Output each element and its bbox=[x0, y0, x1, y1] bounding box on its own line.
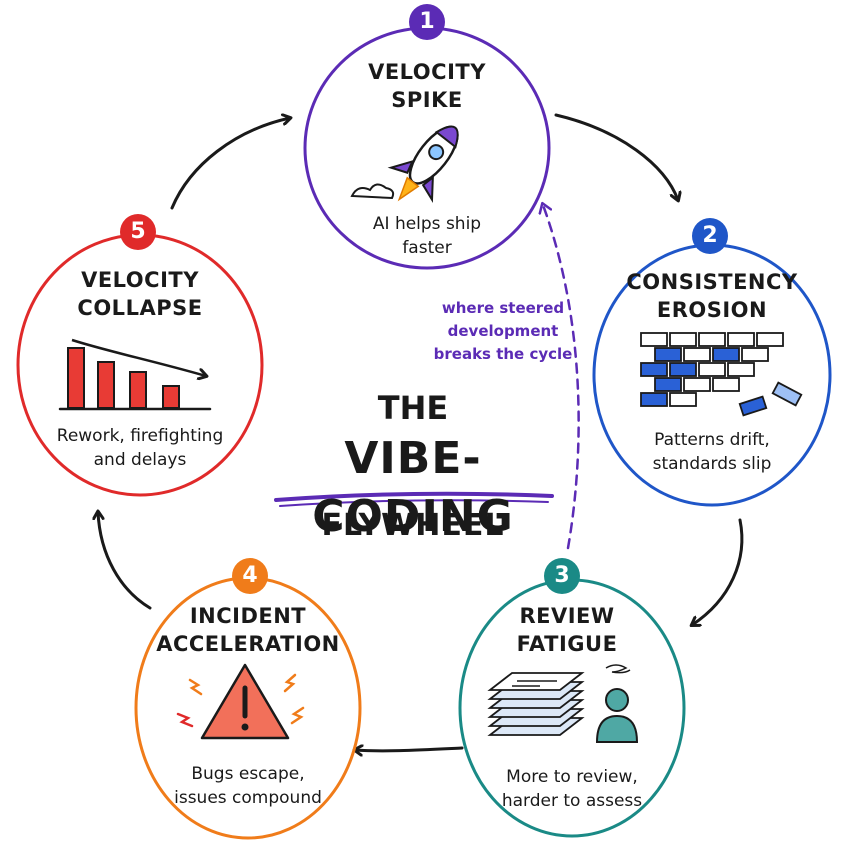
paper-stack-icon bbox=[487, 672, 585, 736]
node-1-caption-line1: AI helps ship bbox=[372, 214, 482, 234]
node-2-title: CONSISTENCY EROSION bbox=[602, 268, 822, 324]
node-1-number: 1 bbox=[419, 9, 435, 34]
node-5-caption-line2: and delays bbox=[93, 450, 187, 470]
node-1-caption: AI helps ship faster bbox=[327, 212, 527, 260]
node-3-caption-line1: More to review, bbox=[506, 767, 638, 787]
node-3-caption: More to review, harder to assess bbox=[467, 765, 677, 813]
node-1-badge bbox=[409, 4, 445, 40]
node-3-title-line1: REVIEW bbox=[519, 604, 615, 628]
node-2-number: 2 bbox=[702, 223, 718, 248]
arrow-3-to-4 bbox=[355, 748, 464, 751]
center-title-line1: THE bbox=[377, 389, 449, 427]
arrow-5-to-1 bbox=[170, 118, 290, 210]
node-2-caption-line1: Patterns drift, bbox=[654, 430, 770, 450]
annotation-line3: breaks the cycle bbox=[433, 345, 573, 363]
node-1-title: VELOCITY SPIKE bbox=[327, 58, 527, 114]
node-3-badge bbox=[544, 558, 580, 594]
node-4-caption: Bugs escape, issues compound bbox=[148, 762, 348, 810]
node-5-title-line1: VELOCITY bbox=[81, 268, 199, 292]
node-4-caption-line2: issues compound bbox=[174, 788, 322, 808]
arrow-2-to-3 bbox=[692, 518, 744, 625]
node-4-number: 4 bbox=[242, 563, 258, 588]
declining-bar-chart-icon bbox=[58, 338, 212, 411]
node-5-number: 5 bbox=[130, 219, 146, 244]
annotation-line2: development bbox=[447, 322, 559, 340]
node-3-caption-line2: harder to assess bbox=[501, 791, 643, 811]
node-5-title-line2: COLLAPSE bbox=[77, 296, 203, 320]
node-4-title-line2: ACCELERATION bbox=[156, 632, 340, 656]
node-3-title: REVIEW FATIGUE bbox=[467, 602, 667, 658]
node-2-caption-line2: standards slip bbox=[652, 454, 772, 474]
node-5-caption: Rework, firefighting and delays bbox=[30, 424, 250, 472]
warning-icon bbox=[176, 663, 305, 740]
tired-person-icon bbox=[595, 664, 639, 743]
arrow-1-to-2 bbox=[554, 113, 678, 200]
node-5-badge bbox=[120, 214, 156, 250]
node-5-title: VELOCITY COLLAPSE bbox=[40, 266, 240, 322]
node-5-caption-line1: Rework, firefighting bbox=[56, 426, 224, 446]
rocket-icon bbox=[387, 125, 459, 203]
node-2-caption: Patterns drift, standards slip bbox=[612, 428, 812, 476]
annotation-line1: where steered bbox=[441, 299, 565, 317]
node-2-title-line1: CONSISTENCY bbox=[626, 270, 798, 294]
node-4-caption-line1: Bugs escape, bbox=[191, 764, 305, 784]
node-1-caption-line2: faster bbox=[402, 238, 452, 258]
brick-wall-icon bbox=[640, 332, 803, 417]
center-title-line3: FLYWHEEL bbox=[321, 508, 505, 543]
node-4-title: INCIDENT ACCELERATION bbox=[143, 602, 353, 658]
rocket-smoke bbox=[350, 183, 395, 200]
node-3-title-line2: FATIGUE bbox=[516, 632, 618, 656]
node-4-badge bbox=[232, 558, 268, 594]
steered-development-annotation: where steered development breaks the cyc… bbox=[428, 297, 578, 366]
node-4-title-line1: INCIDENT bbox=[189, 604, 307, 628]
node-1-title-line1: VELOCITY bbox=[368, 60, 486, 84]
arrow-4-to-5 bbox=[98, 512, 152, 610]
title-underline bbox=[274, 491, 554, 502]
node-2-title-line2: EROSION bbox=[656, 298, 768, 322]
center-title-line2: VIBE-CODING bbox=[312, 433, 514, 542]
node-3-number: 3 bbox=[554, 563, 570, 588]
node-2-badge bbox=[692, 218, 728, 254]
node-1-title-line2: SPIKE bbox=[391, 88, 463, 112]
steered-development-arrow bbox=[543, 205, 580, 550]
